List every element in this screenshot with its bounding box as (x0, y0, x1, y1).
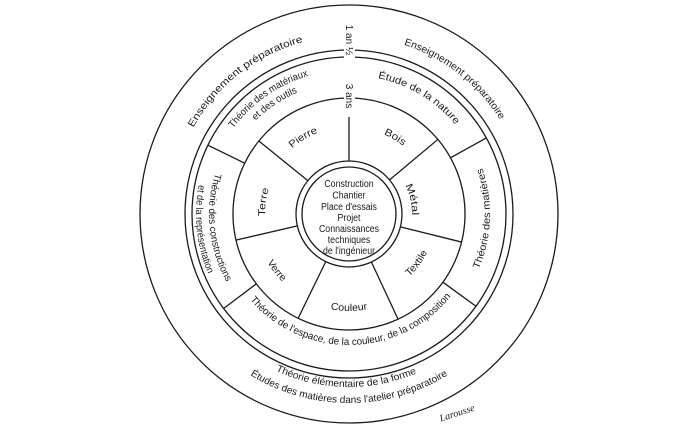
theory-label-bottom-text: Théorie de l'espace, de la couleur, de l… (248, 291, 453, 348)
duration-label-1-year-half: 1 an ½ (343, 25, 354, 56)
theory-label-right: Théorie des matières (471, 167, 493, 270)
segment-verre: Verre (265, 258, 289, 284)
segment-textile-text: Textile (404, 248, 430, 279)
center-line: de l'ingénieur (323, 244, 375, 256)
center-text: Construction Chantier Place d'essais Pro… (319, 177, 379, 256)
theory-label-top-right-text: Étude de la nature (377, 68, 462, 127)
segment-pierre: Pierre (287, 125, 320, 150)
segment-pierre-text: Pierre (287, 125, 320, 150)
segment-divider (389, 138, 439, 181)
segment-divider (450, 137, 487, 159)
segment-divider (297, 261, 327, 319)
segment-couleur: Couleur (330, 301, 369, 314)
duration-label-3-years: 3 ans (343, 84, 354, 108)
outer-circle (139, 4, 559, 424)
theory-label-right-text: Théorie des matières (471, 167, 493, 270)
gap-mask (344, 82, 355, 112)
outer-label-bottom-1-text: Théorie élémentaire de la forme (275, 363, 419, 390)
segment-dividers (207, 117, 487, 320)
segment-verre-text: Verre (265, 258, 289, 284)
segment-divider (258, 140, 309, 182)
outer-label-bottom-1: Théorie élémentaire de la forme (275, 363, 419, 390)
segment-divider (442, 281, 477, 307)
center-circle-inner (301, 166, 397, 262)
center-line: techniques (328, 233, 371, 245)
segment-metal: Métal (403, 182, 421, 215)
center-line: Connaissances (319, 222, 379, 234)
theory-label-top-right: Étude de la nature (377, 68, 462, 127)
larousse-credit: Larousse (437, 403, 476, 425)
segment-divider (235, 225, 298, 241)
segment-terre: Terre (257, 186, 272, 216)
segment-bois: Bois (382, 127, 408, 148)
center-line: Projet (338, 211, 361, 223)
segment-terre-text: Terre (257, 186, 272, 216)
segment-divider (370, 261, 399, 320)
center-line: Chantier (332, 189, 365, 201)
center-line: Construction (324, 177, 373, 189)
segment-bois-text: Bois (382, 127, 408, 148)
theory-label-bottom: Théorie de l'espace, de la couleur, de l… (248, 291, 453, 348)
gap-mask (344, 18, 355, 62)
segment-divider (400, 226, 462, 243)
center-line: Place d'essais (321, 200, 377, 212)
segment-divider (207, 144, 246, 164)
segment-metal-text: Métal (403, 182, 421, 215)
segment-textile: Textile (404, 248, 430, 279)
segment-divider (223, 283, 257, 310)
segment-couleur-text: Couleur (330, 301, 369, 314)
outer-label-right: Enseignement préparatoire (403, 37, 507, 122)
outer-label-right-text: Enseignement préparatoire (403, 37, 507, 122)
